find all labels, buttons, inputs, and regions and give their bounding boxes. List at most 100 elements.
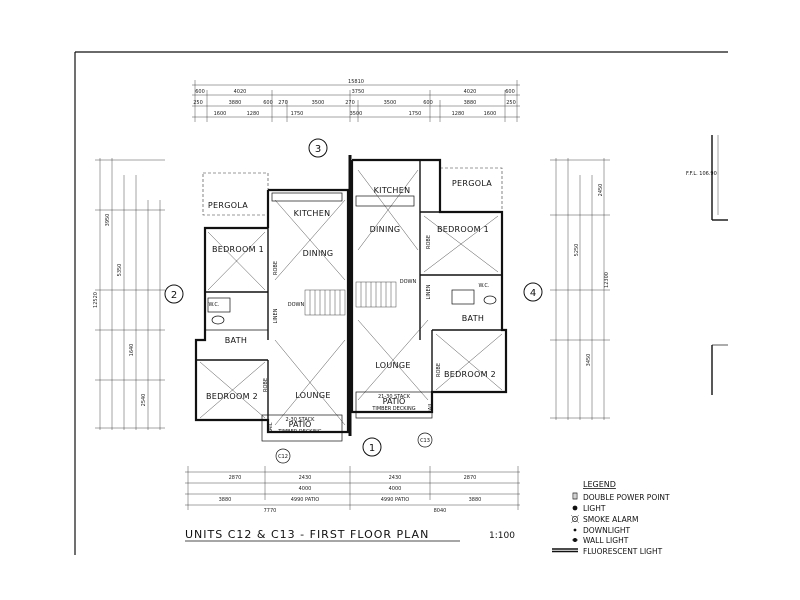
dim-top-r2-0: 600 — [195, 89, 205, 95]
legend-label-0: DOUBLE POWER POINT — [583, 493, 670, 502]
room-kitchen-right: KITCHEN — [374, 186, 411, 195]
dim-top-r4-1: 1280 — [247, 111, 260, 117]
downlight-icon — [573, 528, 577, 532]
dim-top-r2-3: 4020 — [464, 89, 477, 95]
dim-left-1: 3950 — [105, 214, 111, 227]
dim-right-0: 12300 — [604, 272, 610, 288]
dim-bottom-r2-1: 4000 — [389, 486, 402, 492]
svg-text:3: 3 — [315, 144, 321, 155]
patio-right-line: TIMBER DECKING — [371, 406, 415, 412]
stair-down-right: DOWN — [400, 279, 417, 285]
room-lounge-left: LOUNGE — [295, 391, 330, 400]
dim-bottom-r3-3: 3880 — [469, 497, 482, 503]
dim-top-r4-4: 1750 — [409, 111, 422, 117]
right-dimensions: 12300 5250 3450 2450 — [550, 158, 610, 420]
dim-bottom-r1-0: 2870 — [229, 475, 242, 481]
dim-bottom-r1-1: 2430 — [299, 475, 312, 481]
dim-top-r2-2: 3750 — [352, 89, 365, 95]
dim-top-r2-4: 600 — [505, 89, 515, 95]
double-power-point-icon — [572, 492, 578, 500]
robe-right-1: ROBE — [426, 235, 432, 249]
legend-label-3: DOWNLIGHT — [583, 526, 631, 535]
room-bath-right: BATH — [462, 314, 484, 323]
unit-c12-plan — [194, 172, 350, 442]
unit-c13-plan — [350, 158, 508, 419]
grid-marker-1: 1 — [362, 437, 382, 457]
grid-marker-4: 4 — [523, 282, 543, 302]
room-dining-right: DINING — [370, 225, 401, 234]
left-dimensions: 12520 3950 5350 1640 2540 — [93, 158, 165, 430]
room-bedroom2-right: BEDROOM 2 — [444, 370, 496, 379]
dim-top-r4-3: 3500 — [350, 111, 363, 117]
wall-light-icon — [572, 538, 578, 542]
room-bedroom1-right: BEDROOM 1 — [437, 225, 489, 234]
sheet-border — [74, 51, 728, 555]
dim-bottom-r4-0: 7770 — [264, 508, 277, 514]
room-dining-left: DINING — [303, 249, 334, 258]
dim-bottom-r2-0: 4000 — [299, 486, 312, 492]
dim-top-r4-5: 1280 — [452, 111, 465, 117]
stair-down-left: DOWN — [288, 302, 305, 308]
adjacent-unit-edge: F.F.L. 106.90 — [686, 135, 728, 395]
robe-left-1: ROBE — [273, 261, 279, 275]
room-lounge-right: LOUNGE — [375, 361, 410, 370]
dim-top-r4-0: 1600 — [214, 111, 227, 117]
dim-top-r3-4: 3500 — [312, 100, 325, 106]
linen-right: LINEN — [426, 284, 432, 299]
svg-text:C13: C13 — [420, 438, 430, 444]
light-icon — [572, 505, 578, 511]
room-labels: PERGOLA PERGOLA KITCHEN KITCHEN DINING D… — [206, 179, 496, 433]
smoke-alarm-icon — [570, 514, 580, 524]
stair-left — [304, 289, 346, 316]
robe-right-2: ROBE — [436, 363, 442, 377]
dim-left-4: 2540 — [141, 394, 147, 407]
room-bath-left: BATH — [225, 336, 247, 345]
room-pergola-right: PERGOLA — [452, 179, 492, 188]
dim-top-r3-1: 3880 — [229, 100, 242, 106]
sheet-scale: 1:100 — [489, 531, 515, 541]
patio-left-line: TIMBER DECKING — [277, 429, 321, 435]
dim-top-r3-8: 3880 — [464, 100, 477, 106]
legend-label-2: SMOKE ALARM — [583, 515, 638, 524]
bottom-dimensions: 2870 2430 2430 2870 4000 4000 3880 4990 … — [185, 466, 520, 514]
fluorescent-light-icon — [552, 548, 578, 553]
section-marker-c13: C13 — [417, 432, 433, 448]
svg-text:2: 2 — [171, 290, 177, 301]
svg-text:4: 4 — [530, 288, 536, 299]
dim-bottom-r1-3: 2870 — [464, 475, 477, 481]
legend-label-5: FLUORESCENT LIGHT — [583, 547, 663, 556]
dim-top-r3-3: 270 — [278, 100, 288, 106]
stair-right — [355, 281, 397, 308]
dim-top-r2-1: 4020 — [234, 89, 247, 95]
room-bedroom2-left: BEDROOM 2 — [206, 392, 258, 401]
legend-title: LEGEND — [583, 480, 616, 489]
dim-right-2: 3450 — [586, 354, 592, 367]
dim-bottom-r1-2: 2430 — [389, 475, 402, 481]
room-kitchen-left: KITCHEN — [294, 209, 331, 218]
robe-left-2: ROBE — [263, 378, 269, 392]
dim-top-r3-7: 600 — [423, 100, 433, 106]
wc-left: W.C. — [208, 302, 219, 308]
dim-top-r3-9: 250 — [506, 100, 516, 106]
dim-top-r3-5: 270 — [345, 100, 355, 106]
top-dimensions: 15810 600 4020 3750 4020 600 250 3880 60… — [192, 79, 520, 122]
dim-bottom-r3-0: 3880 — [219, 497, 232, 503]
legend-label-1: LIGHT — [583, 504, 606, 513]
dim-top-r3-6: 3500 — [384, 100, 397, 106]
patio-left-line: PATIO — [289, 420, 312, 429]
dim-top-r3-0: 250 — [193, 100, 203, 106]
dim-top-r3-2: 600 — [263, 100, 273, 106]
dim-bottom-r3-1: 4990 PATIO — [291, 497, 320, 503]
grid-marker-2: 2 — [164, 284, 184, 304]
section-marker-c12: C12 — [275, 448, 291, 464]
dim-top-r4-2: 1750 — [291, 111, 304, 117]
dim-top-overall: 15810 — [348, 79, 364, 85]
room-bedroom1-left: BEDROOM 1 — [212, 245, 264, 254]
dim-bottom-r3-2: 4990 PATIO — [381, 497, 410, 503]
patio-right-line: PATIO — [383, 397, 406, 406]
dim-bottom-r4-1: 8040 — [434, 508, 447, 514]
wc-right: W.C. — [478, 283, 489, 289]
